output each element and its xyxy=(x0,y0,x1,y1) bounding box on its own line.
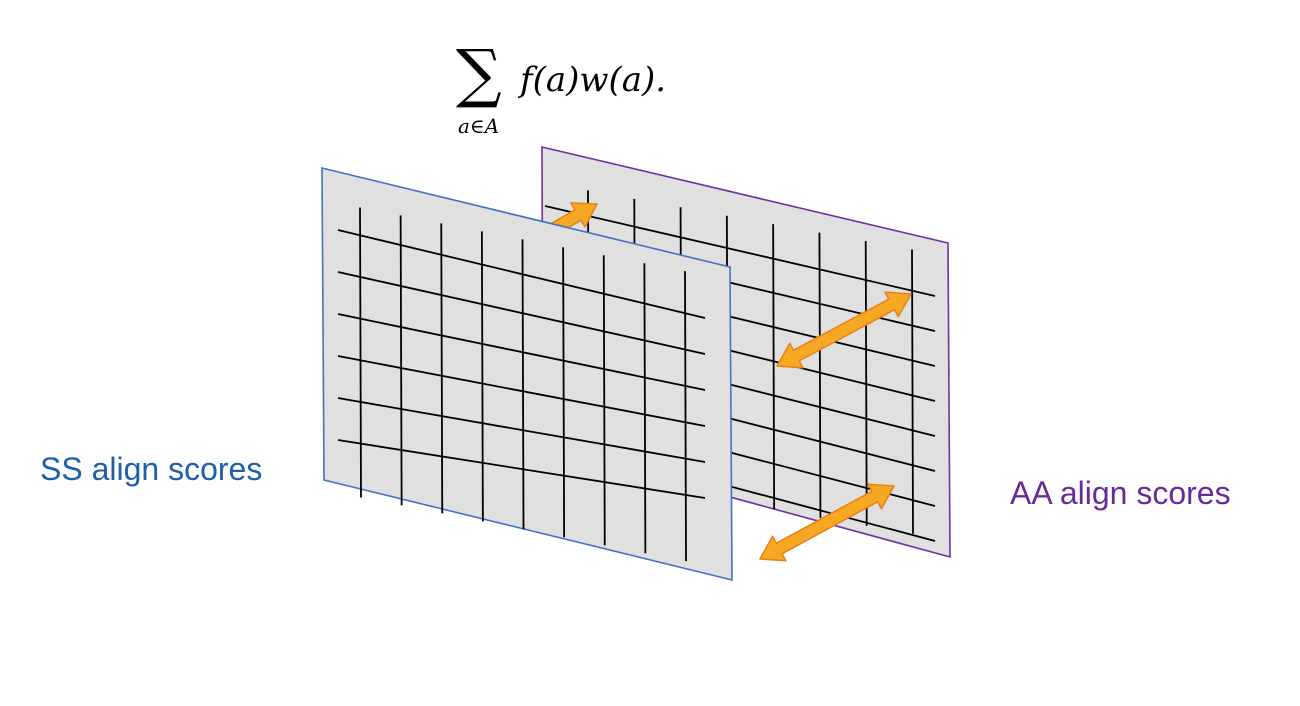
ss-grid-vertical-line xyxy=(399,215,403,506)
ss-grid-vertical-line xyxy=(440,223,444,514)
ss-grid-vertical-line xyxy=(521,239,525,530)
ss-grid-vertical-line xyxy=(480,231,484,522)
ss-grid-horizontal-line xyxy=(337,439,706,499)
ss-grid-vertical-line xyxy=(684,271,687,562)
ss-grid-vertical-line xyxy=(359,207,362,498)
ss-score-matrix xyxy=(321,166,733,582)
ss-grid-vertical-line xyxy=(643,263,647,554)
aa-grid-vertical-line xyxy=(772,224,776,510)
alignment-arrows xyxy=(548,202,912,562)
ss-grid-horizontal-line xyxy=(337,313,706,391)
ss-grid-horizontal-line xyxy=(337,355,706,427)
ss-matrix-panel xyxy=(321,166,733,582)
summation-subscript: a∈A xyxy=(458,114,500,138)
ss-grid-horizontal-line xyxy=(337,397,706,463)
ss-grid-vertical-line xyxy=(562,247,566,538)
ss-grid-vertical-line xyxy=(602,255,606,546)
ss-grid-horizontal-line xyxy=(337,229,706,319)
aa-grid-vertical-line xyxy=(818,232,822,518)
summation-symbol: ∑ xyxy=(456,37,502,111)
alignment-arrow-bottom xyxy=(759,483,895,562)
alignment-arrow-middle xyxy=(776,291,912,369)
aa-align-scores-label: AA align scores xyxy=(1010,475,1231,511)
ss-align-scores-label: SS align scores xyxy=(40,451,263,487)
aa-grid-horizontal-line xyxy=(544,205,936,297)
summation-expression: f(a)w(a). xyxy=(520,60,667,100)
aa-grid-vertical-line xyxy=(911,249,914,534)
ss-matrix-grid xyxy=(337,207,706,562)
ss-grid-horizontal-line xyxy=(337,271,706,355)
